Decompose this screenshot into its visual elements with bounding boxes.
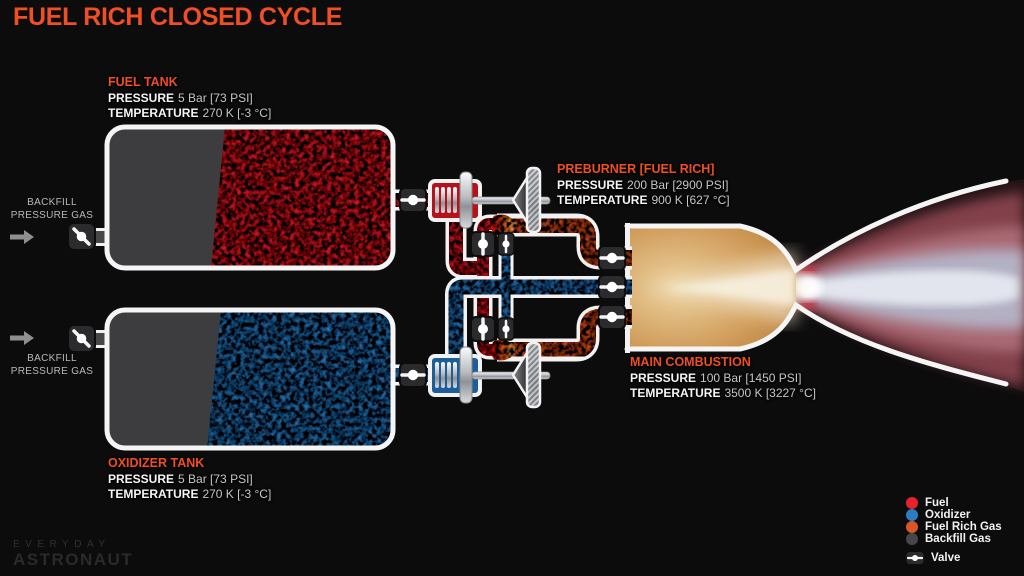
fuel-rich-gas-pipes (497, 213, 632, 362)
exhaust-plume (790, 179, 1024, 392)
main-combustion-title: MAIN COMBUSTION (630, 355, 751, 369)
chamber-inlet-valve-top (598, 245, 626, 271)
oxidizer-tank-oxidizer-section (207, 310, 393, 448)
fuel-pump-impeller (435, 187, 457, 213)
preburner-oxidizer-valve-top (497, 232, 515, 256)
backfill-label-top: BACKFILL PRESSURE GAS (10, 197, 94, 221)
preburner-oxidizer-valve-bottom (497, 317, 515, 341)
valve-icon (906, 552, 924, 564)
oxidizer-tank-title: OXIDIZER TANK (108, 456, 205, 470)
turbopump-shaft-bottom (471, 371, 517, 380)
backfill-valve-bottom (67, 324, 96, 353)
everyday-astronaut-logo: EVERYDAY ASTRONAUT (13, 539, 134, 569)
fuel-tank (104, 124, 396, 271)
backfill-arrows (10, 230, 34, 345)
backfill-label-bottom: BACKFILL PRESSURE GAS (10, 353, 94, 377)
page-title: FUEL RICH CLOSED CYCLE (13, 3, 343, 31)
valves (67, 187, 626, 388)
backfill-valve-top (67, 222, 96, 251)
oxidizer-tank (104, 307, 396, 451)
chamber-inlet-valve-middle (598, 274, 626, 300)
backfill-arrow-top (10, 230, 34, 244)
preburner-bottom (491, 339, 517, 361)
fuel-pipes (390, 189, 500, 360)
oxidizer-pump-impeller (435, 362, 457, 388)
oxidizer-turbopump (428, 341, 551, 409)
fuel-tank-outlet-valve (399, 187, 427, 213)
fuel-turbopump (428, 166, 551, 234)
preburner-fuel-valve-top (470, 231, 496, 257)
turbine-blades-top (525, 166, 542, 234)
fuel-tank-backfill-section (107, 127, 225, 268)
chamber-inlet-valve-bottom (598, 304, 626, 330)
preburner-fuel-valve-bottom (470, 316, 496, 342)
fuel-rich-gas-dot-icon (906, 521, 918, 533)
legend: Fuel Oxidizer Fuel Rich Gas Backfill Gas… (906, 497, 1002, 565)
legend-item-backfill-gas: Backfill Gas (906, 533, 1002, 545)
oxidizer-tank-outlet-valve (399, 362, 427, 388)
turbopump-shaft-top (471, 196, 517, 205)
nozzle-contours (624, 178, 1009, 387)
fuel-dot-icon (906, 497, 918, 509)
preburner-top (491, 214, 517, 236)
legend-item-fuel-rich-gas: Fuel Rich Gas (906, 521, 1002, 533)
main-combustion-chamber (625, 223, 796, 353)
fuel-tank-title: FUEL TANK (108, 75, 178, 89)
turbine-blades-bottom (525, 341, 542, 409)
backfill-gas-dot-icon (906, 533, 918, 545)
legend-item-valve: Valve (906, 551, 1002, 565)
fuel-tank-fuel-section (211, 127, 393, 268)
oxidizer-dot-icon (906, 509, 918, 521)
legend-item-fuel: Fuel (906, 497, 1002, 509)
preburner-title: PREBURNER [FUEL RICH] (557, 162, 715, 176)
backfill-arrow-bottom (10, 331, 34, 345)
legend-item-oxidizer: Oxidizer (906, 509, 1002, 521)
oxidizer-tank-backfill-section (107, 310, 221, 448)
